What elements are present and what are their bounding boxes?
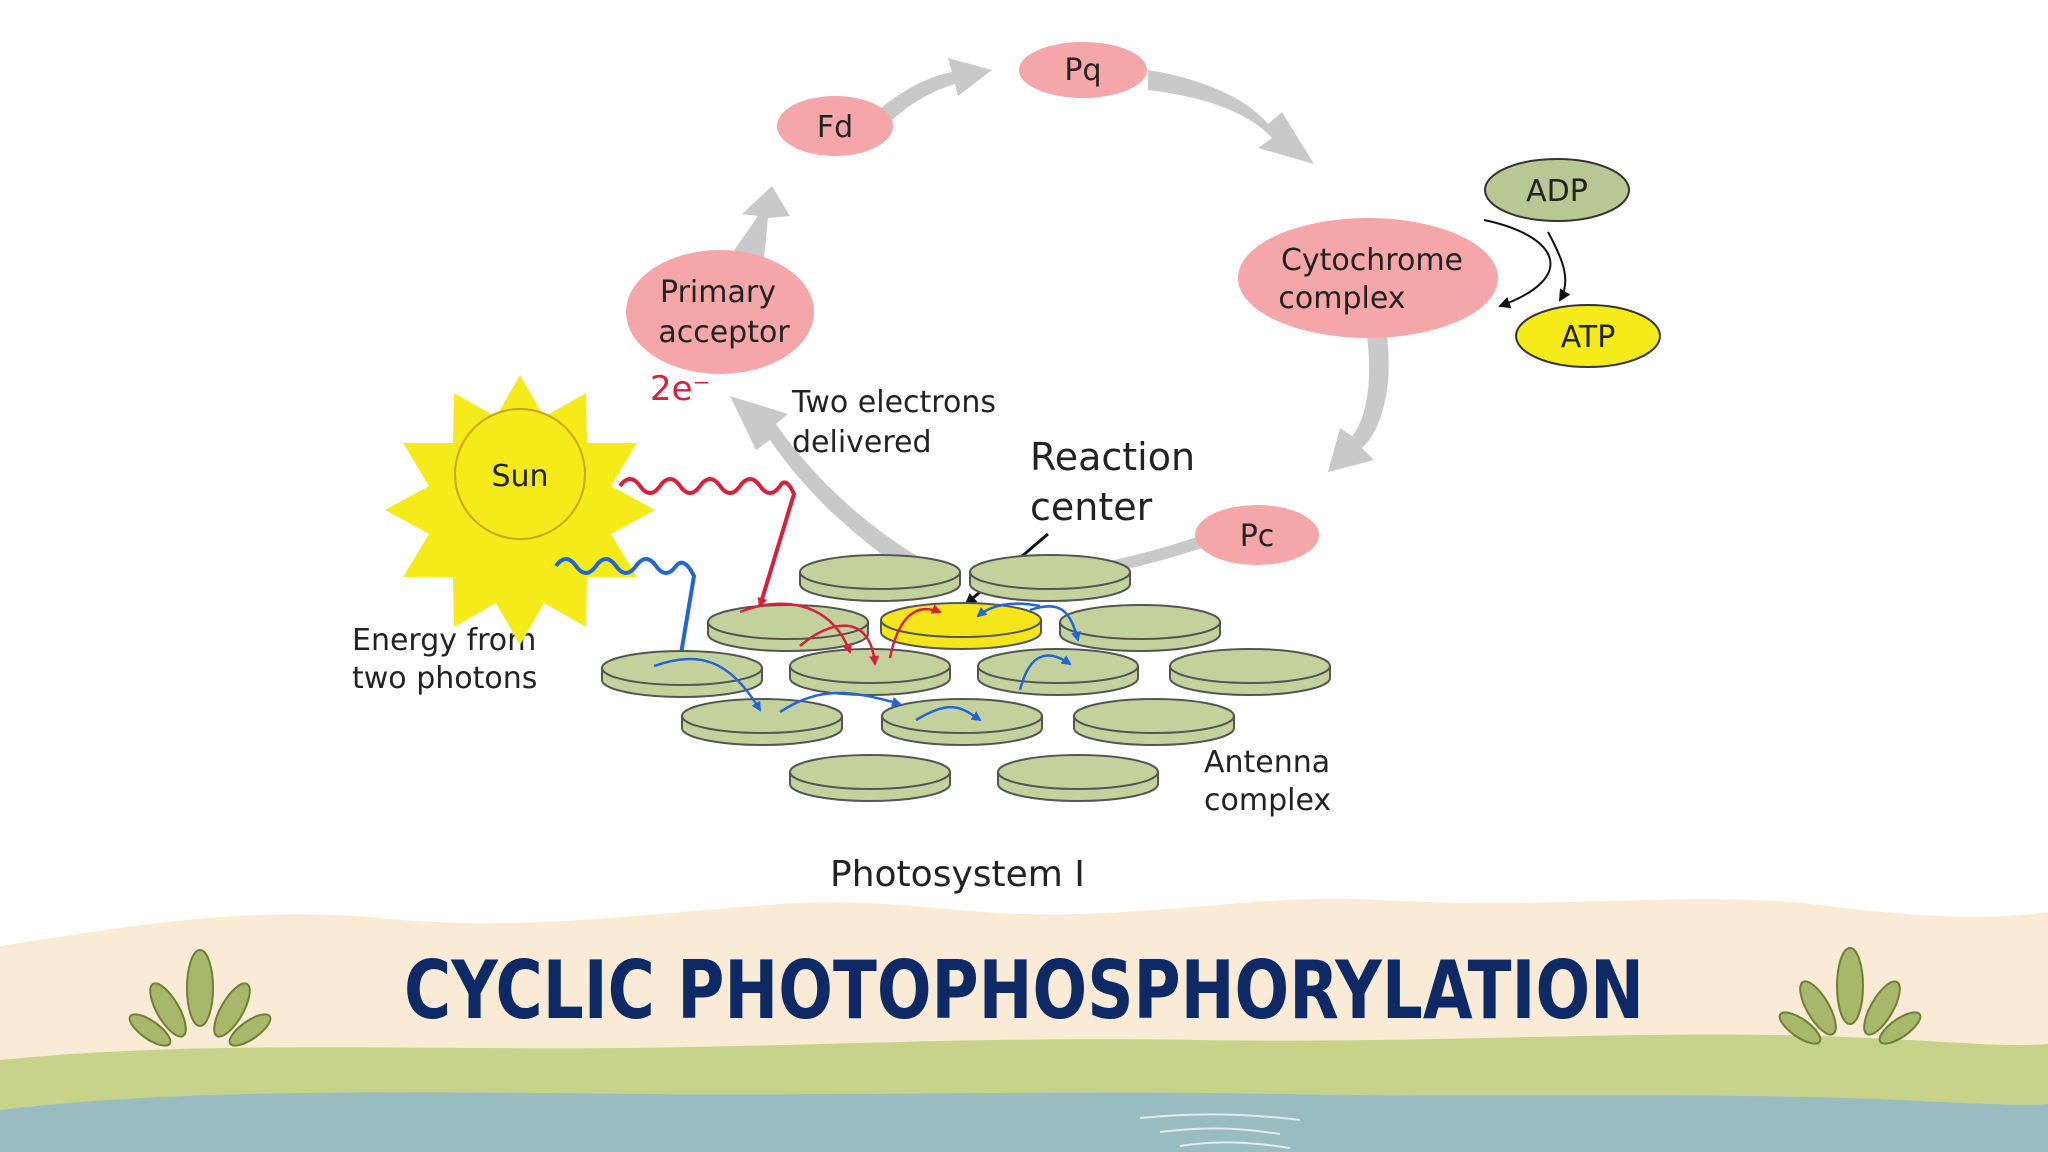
- two-electrons-symbol: 2e⁻: [650, 369, 711, 409]
- primary-acceptor-line2: acceptor: [658, 315, 790, 350]
- adp-to-atp-arrows: [1483, 219, 1571, 309]
- red-transfer-2: [888, 604, 942, 659]
- arrow-reaction-center-to-acceptor: [730, 396, 950, 590]
- red-transfer-3: [799, 624, 880, 666]
- antenna-disk: [601, 650, 763, 698]
- antenna-disk: [881, 698, 1043, 746]
- antenna-complex: [601, 554, 1331, 802]
- antenna-disk: [969, 554, 1131, 602]
- fd-label: Fd: [817, 110, 853, 145]
- blue-photon-wave: [554, 557, 697, 662]
- photosystem-label: Photosystem I: [830, 854, 1085, 895]
- reaction-center-line1: Reaction: [1030, 435, 1195, 479]
- cytochrome-line2: complex: [1278, 281, 1405, 316]
- water-ripples: [1139, 1113, 1301, 1149]
- two-electrons-line1: Two electrons: [791, 385, 996, 420]
- antenna-disk: [681, 698, 843, 746]
- antenna-disk: [1073, 698, 1235, 746]
- pq-carrier: Pq: [1019, 42, 1147, 98]
- antenna-line2: complex: [1204, 783, 1331, 818]
- blue-transfer-4: [1018, 654, 1072, 691]
- antenna-disk: [997, 754, 1159, 802]
- adp-label: ADP: [1526, 174, 1588, 209]
- blue-transfer-2: [779, 691, 902, 714]
- red-photon-wave: [618, 477, 797, 608]
- two-electrons-line2: delivered: [792, 425, 932, 460]
- pc-label: Pc: [1240, 519, 1275, 554]
- energy-coupling-arrow: [1483, 219, 1552, 309]
- blue-transfer-6: [976, 602, 1041, 618]
- energy-transfer-arrows: [653, 602, 1081, 722]
- arrow-acceptor-to-fd: [726, 186, 790, 262]
- blue-transfer-3: [915, 705, 982, 722]
- antenna-disk: [799, 554, 961, 602]
- antenna-disk: [707, 604, 869, 652]
- antenna-line1: Antenna: [1204, 745, 1330, 780]
- pc-carrier: Pc: [1195, 505, 1319, 565]
- energy-line1: Energy from: [352, 623, 536, 658]
- blue-transfer-1: [653, 657, 762, 712]
- arrow-fd-to-pq: [872, 58, 992, 126]
- antenna-disk: [1059, 604, 1221, 652]
- pq-label: Pq: [1064, 53, 1101, 88]
- arrow-pq-to-cytochrome: [1148, 70, 1314, 164]
- fd-carrier: Fd: [777, 96, 893, 156]
- antenna-disk: [789, 648, 951, 696]
- sun-label: Sun: [491, 459, 548, 494]
- left-plant-icon: [128, 949, 272, 1047]
- atp-label: ATP: [1561, 320, 1616, 355]
- antenna-disk: [789, 754, 951, 802]
- primary-acceptor: Primary acceptor: [626, 250, 814, 374]
- water-band: [0, 1092, 2048, 1152]
- antenna-disk: [1169, 648, 1331, 696]
- energy-line2: two photons: [352, 661, 537, 696]
- red-transfer-1: [739, 602, 852, 654]
- right-plant-icon: [1778, 947, 1922, 1045]
- bottom-banner: CYCLIC PHOTOPHOSPHORYLATION: [0, 898, 2048, 1152]
- adp-to-atp-arrow: [1547, 231, 1571, 302]
- cytochrome-line1: Cytochrome: [1281, 243, 1463, 278]
- reaction-center-line2: center: [1030, 485, 1153, 529]
- reaction-center-disk: [880, 602, 1042, 650]
- blue-transfer-5: [1029, 605, 1081, 642]
- sun: Sun: [385, 375, 655, 645]
- primary-acceptor-line1: Primary: [660, 275, 776, 310]
- cytochrome-complex: Cytochrome complex: [1238, 218, 1498, 338]
- slide-title: CYCLIC PHOTOPHOSPHORYLATION: [404, 944, 1644, 1037]
- antenna-disk: [977, 648, 1139, 696]
- arrow-cytochrome-to-pc: [1328, 330, 1389, 472]
- adp-node: ADP: [1484, 158, 1630, 222]
- atp-node: ATP: [1515, 304, 1661, 368]
